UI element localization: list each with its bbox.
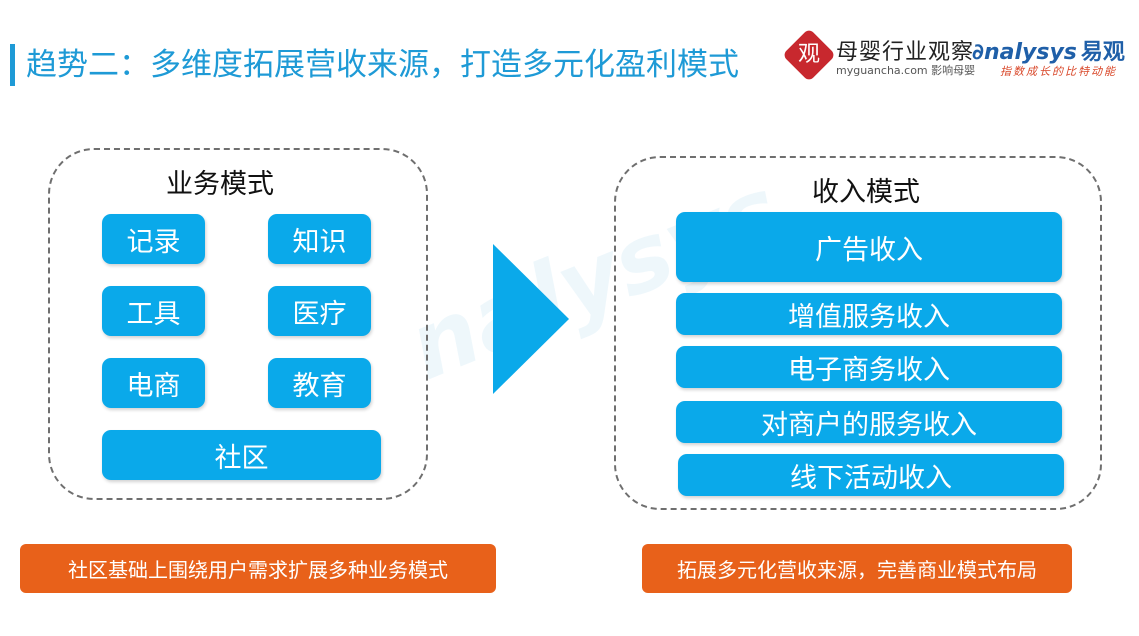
revenue-item-value-added: 增值服务收入 (676, 293, 1062, 335)
analysys-a-icon: ∂ (972, 40, 984, 65)
muying-logo: 观 母婴行业观察 myguancha.com 影响母婴 (782, 28, 975, 82)
business-item-knowledge: 知识 (268, 214, 371, 264)
analysys-brand-text: nalysys (983, 40, 1077, 65)
title-accent-bar (10, 44, 15, 86)
analysys-slogan: 指数成长的比特动能 (1000, 65, 1117, 78)
revenue-item-ecommerce: 电子商务收入 (676, 346, 1062, 388)
page-title: 趋势二：多维度拓展营收来源，打造多元化盈利模式 (26, 47, 739, 83)
business-caption: 社区基础上围绕用户需求扩展多种业务模式 (20, 544, 496, 593)
muying-seal-char: 观 (797, 42, 820, 67)
business-item-medical: 医疗 (268, 286, 371, 336)
business-item-ecommerce: 电商 (102, 358, 205, 408)
business-item-education: 教育 (268, 358, 371, 408)
analysys-brand-cn: 易观 (1080, 40, 1125, 65)
business-model-title: 业务模式 (166, 169, 274, 200)
business-item-record: 记录 (102, 214, 205, 264)
muying-name: 母婴行业观察 (836, 40, 975, 65)
revenue-item-merchant-services: 对商户的服务收入 (676, 401, 1062, 443)
revenue-item-advertising: 广告收入 (676, 212, 1062, 282)
revenue-model-title: 收入模式 (812, 177, 920, 208)
business-item-tools: 工具 (102, 286, 205, 336)
business-model-panel (48, 148, 428, 500)
right-arrow-icon (493, 244, 569, 394)
revenue-model-panel (614, 156, 1102, 510)
revenue-caption: 拓展多元化营收来源，完善商业模式布局 (642, 544, 1072, 593)
muying-sub: myguancha.com 影响母婴 (836, 64, 976, 77)
business-item-community: 社区 (102, 430, 381, 480)
revenue-item-offline-events: 线下活动收入 (678, 454, 1064, 496)
